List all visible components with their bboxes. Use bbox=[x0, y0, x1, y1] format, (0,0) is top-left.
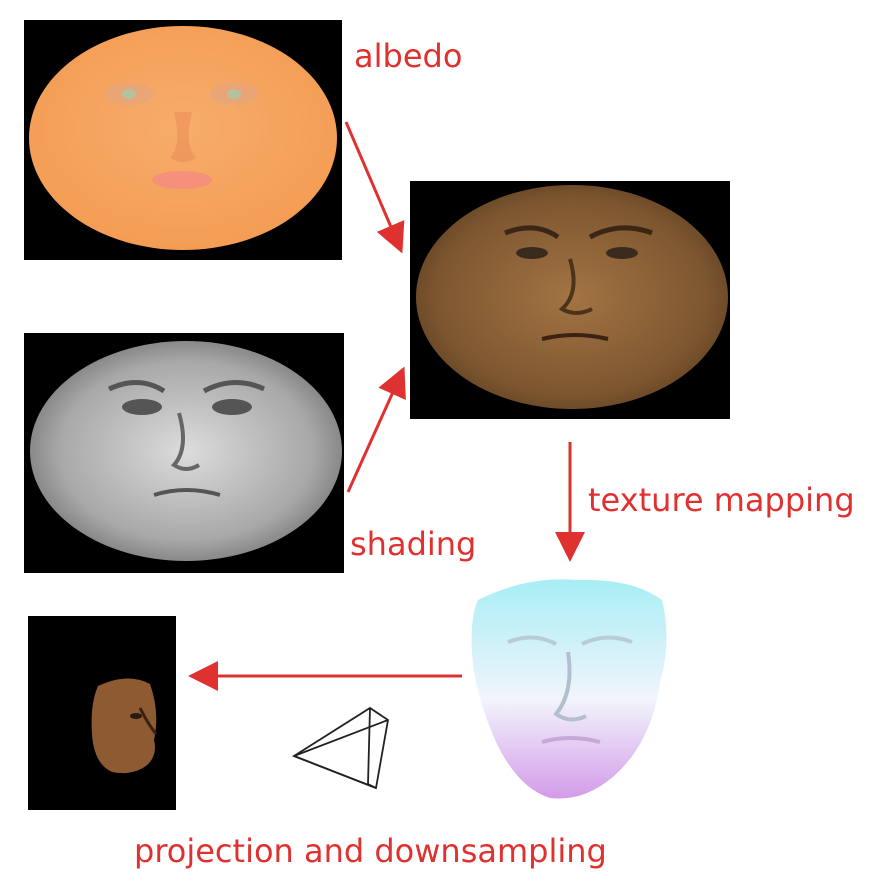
projection-label: projection and downsampling bbox=[134, 832, 607, 870]
shading-image bbox=[24, 333, 344, 573]
arrow-albedo-to-texture bbox=[344, 121, 405, 254]
albedo-label: albedo bbox=[354, 37, 463, 75]
texture-mapping-label: texture mapping bbox=[588, 481, 855, 519]
textured-face-image bbox=[410, 181, 730, 419]
arrow-shading-to-texture bbox=[346, 366, 406, 493]
rendered-face-image bbox=[28, 616, 176, 810]
face-mesh-image bbox=[456, 572, 676, 804]
shading-label: shading bbox=[350, 525, 477, 563]
albedo-image bbox=[24, 20, 342, 260]
camera-frustum-icon bbox=[292, 706, 389, 790]
